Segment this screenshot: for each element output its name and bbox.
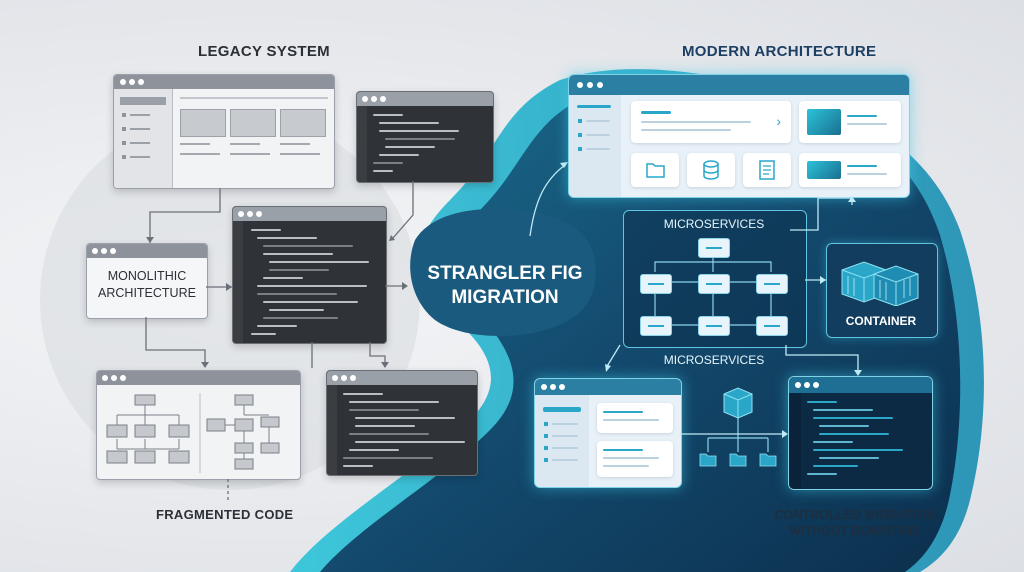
microservice-node[interactable] (640, 316, 672, 336)
modern-title: MODERN ARCHITECTURE (682, 43, 877, 60)
app-card-1 (597, 403, 673, 433)
folder-icon[interactable] (631, 153, 679, 187)
legacy-title: LEGACY SYSTEM (198, 43, 330, 60)
controlled-migration-label: CONTROLLED MIGRATION WITHOUT DOWNTIME (774, 508, 936, 538)
modern-dashboard-window: › (568, 74, 910, 198)
document-icon[interactable] (743, 153, 791, 187)
microservices-label-bottom: MICROSERVICES (663, 353, 765, 367)
window-titlebar (114, 75, 334, 89)
microservice-node[interactable] (756, 274, 788, 294)
legacy-flowchart (106, 393, 280, 473)
app-card-2 (597, 441, 673, 477)
cube-icon (699, 387, 777, 467)
container-label: CONTAINER (845, 314, 917, 328)
modern-app-window (534, 378, 682, 488)
legacy-web-window (113, 74, 335, 189)
legacy-code-window-small (356, 91, 494, 183)
microservice-node[interactable] (698, 316, 730, 336)
monolith-card: MONOLITHIC ARCHITECTURE (86, 243, 208, 319)
dashboard-card-side-1 (799, 101, 901, 143)
migration-label: STRANGLER FIG MIGRATION (427, 263, 583, 308)
legacy-code-window-bottom (326, 370, 478, 476)
chevron-right-icon[interactable]: › (776, 113, 781, 129)
microservice-node[interactable] (756, 316, 788, 336)
legacy-diagram-window (96, 370, 301, 480)
microservices-label-top: MICROSERVICES (663, 217, 765, 231)
fragmented-label: FRAGMENTED CODE (156, 507, 294, 522)
dashboard-card-main: › (631, 101, 791, 143)
microservice-node[interactable] (698, 274, 730, 294)
dashboard-card-side-2 (799, 153, 901, 187)
microservice-node[interactable] (640, 274, 672, 294)
monolith-label: MONOLITHIC ARCHITECTURE (98, 269, 196, 300)
container-icon (841, 261, 919, 306)
database-icon[interactable] (687, 153, 735, 187)
modern-code-window (788, 376, 933, 490)
legacy-code-window-main (232, 206, 387, 344)
microservice-node[interactable] (698, 238, 730, 258)
